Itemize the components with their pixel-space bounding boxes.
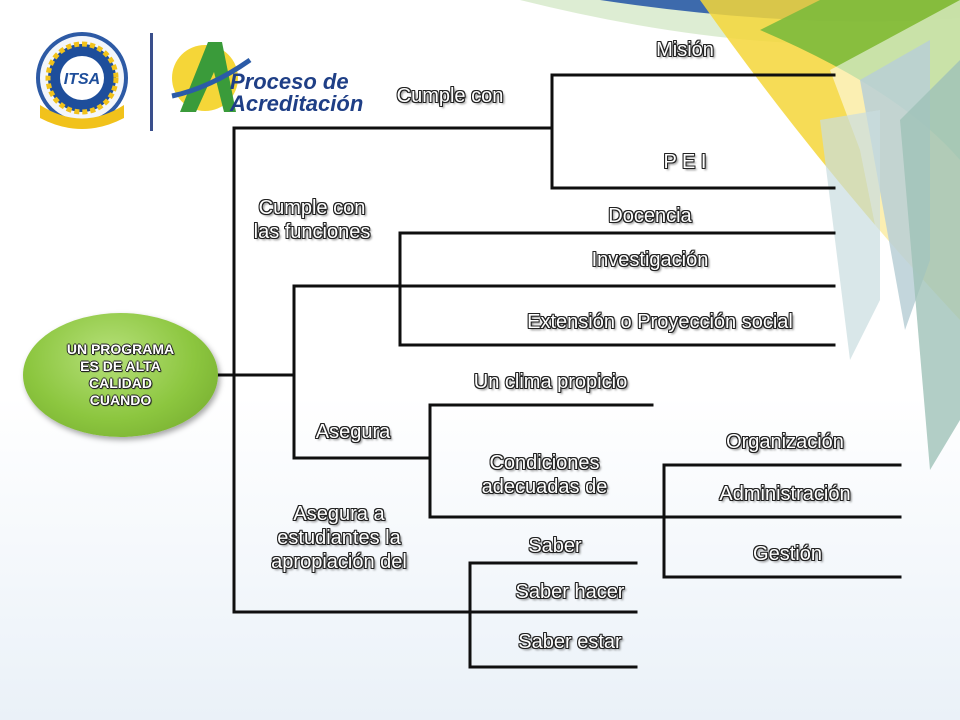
- branch-cumple-con: Cumple con: [396, 85, 504, 107]
- branch-cumple-funciones: Cumple con las funciones: [253, 197, 371, 243]
- leaf-docencia: Docencia: [608, 205, 692, 227]
- brand-line-1: Proceso de: [230, 69, 349, 94]
- leaf-administracion: Administración: [719, 483, 851, 505]
- leaf-saber-estar: Saber estar: [518, 631, 622, 653]
- leaf-condiciones: Condiciones adecuadas de: [481, 452, 608, 498]
- branch-asegura-estudiantes: Asegura a estudiantes la apropiación del: [271, 503, 407, 573]
- leaf-investigacion: Investigación: [591, 249, 709, 271]
- leaf-clima: Un clima propicio: [473, 371, 628, 393]
- leaf-mision: Misión: [656, 39, 714, 61]
- root-node: UN PROGRAMA ES DE ALTA CALIDAD CUANDO: [23, 313, 218, 437]
- logo-divider: [150, 33, 153, 131]
- leaf-organizacion: Organización: [726, 431, 844, 453]
- connector-lines: [216, 73, 902, 669]
- root-node-label: UN PROGRAMA ES DE ALTA CALIDAD CUANDO: [66, 341, 175, 408]
- leaf-saber: Saber: [528, 535, 582, 557]
- leaf-gestion: Gestión: [753, 543, 822, 565]
- acreditacion-logo-mark: [171, 42, 252, 112]
- branch-asegura: Asegura: [315, 421, 391, 443]
- leaf-pei: P E I: [663, 151, 707, 173]
- decorative-corner: [520, 0, 960, 470]
- brand-line-2: Acreditación: [230, 91, 364, 116]
- logo-area: Proceso de Acreditación: [30, 25, 363, 135]
- svg-text:ITSA: ITSA: [64, 71, 100, 88]
- leaf-saber-hacer: Saber hacer: [515, 581, 625, 603]
- leaf-extension: Extensión o Proyección social: [527, 311, 793, 333]
- itsa-seal-logo: ITSA: [36, 32, 128, 129]
